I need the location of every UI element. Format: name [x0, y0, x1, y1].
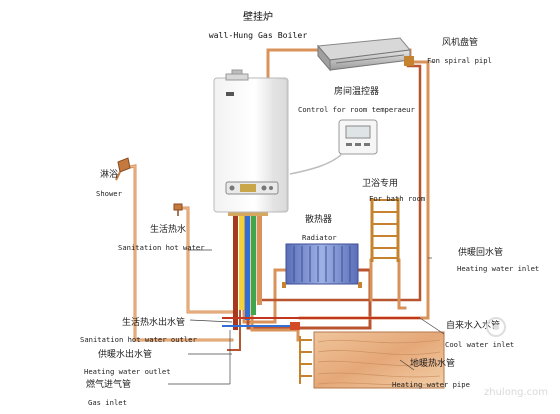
heating-inlet-label-cn: 供暖回水管	[458, 246, 503, 258]
title-cn: 壁挂炉	[243, 10, 273, 23]
floor-heating-label-cn: 地暖热水管	[410, 357, 455, 369]
leader-lines	[168, 61, 445, 385]
radiator-label-cn: 散热器	[305, 213, 332, 225]
heating-outlet-label-en: Heating water outlet	[84, 367, 171, 376]
towel-rail-pipe	[369, 258, 407, 310]
bathroom-label-en: For bath room	[369, 194, 425, 203]
heating-outlet-pipe	[242, 210, 288, 324]
boiler-connections	[228, 210, 268, 330]
thermostat-cable	[289, 153, 343, 175]
floor-heating	[290, 322, 445, 389]
towel-rail	[370, 198, 400, 262]
sanitation-label-en: Sanitation hot water	[118, 243, 205, 252]
shower-label-en: Shower	[96, 189, 123, 198]
floor-heating-label-en: Heating water pipe	[392, 380, 470, 389]
sanitation-label-cn: 生活热水	[150, 223, 186, 235]
boiler-display	[240, 184, 256, 192]
room-thermostat	[289, 119, 378, 175]
thermostat-label-cn: 房间温控器	[334, 85, 379, 97]
gas-inlet-label-en: Gas inlet	[88, 398, 127, 407]
shower-head-icon	[115, 157, 131, 181]
fan-coil-label-cn: 风机盘管	[442, 36, 478, 48]
thermostat-screen	[345, 125, 371, 139]
cool-water-label-cn: 自来水入水管	[446, 319, 500, 331]
boiler-knob-icon[interactable]	[261, 185, 267, 191]
heating-outlet-label-cn: 供暖水出水管	[98, 348, 152, 360]
thermostat-label-en: Control for room temperaeur	[298, 105, 416, 114]
title-en: wall-Hung Gas Boiler	[209, 30, 308, 40]
shower-label-cn: 淋浴	[100, 168, 118, 180]
radiator	[282, 243, 362, 288]
watermark-text: zhulong.com	[484, 387, 548, 398]
tap-icon	[173, 203, 183, 216]
hot-water-outlet-label-cn: 生活热水出水管	[122, 316, 185, 328]
gas-inlet-label-cn: 燃气进气管	[86, 378, 131, 390]
fan-coil-label-en: Fon spiral pipl	[427, 56, 492, 65]
fan-coil-unit	[316, 37, 414, 72]
wall-hung-boiler	[213, 69, 289, 213]
brand-logo	[226, 92, 234, 96]
heating-inlet-label-en: Heating water inlet	[457, 264, 539, 273]
boiler-knob-icon[interactable]	[229, 185, 235, 191]
hot-water-outlet-label-en: Sanitation hot water outler	[80, 335, 198, 344]
watermark: zhulong.com	[484, 317, 548, 398]
wood-floor	[313, 331, 445, 389]
cool-water-label-en: Cool water inlet	[445, 340, 514, 349]
bathroom-label-cn: 卫浴专用	[362, 177, 398, 189]
radiator-label-en: Radiator	[302, 233, 337, 242]
